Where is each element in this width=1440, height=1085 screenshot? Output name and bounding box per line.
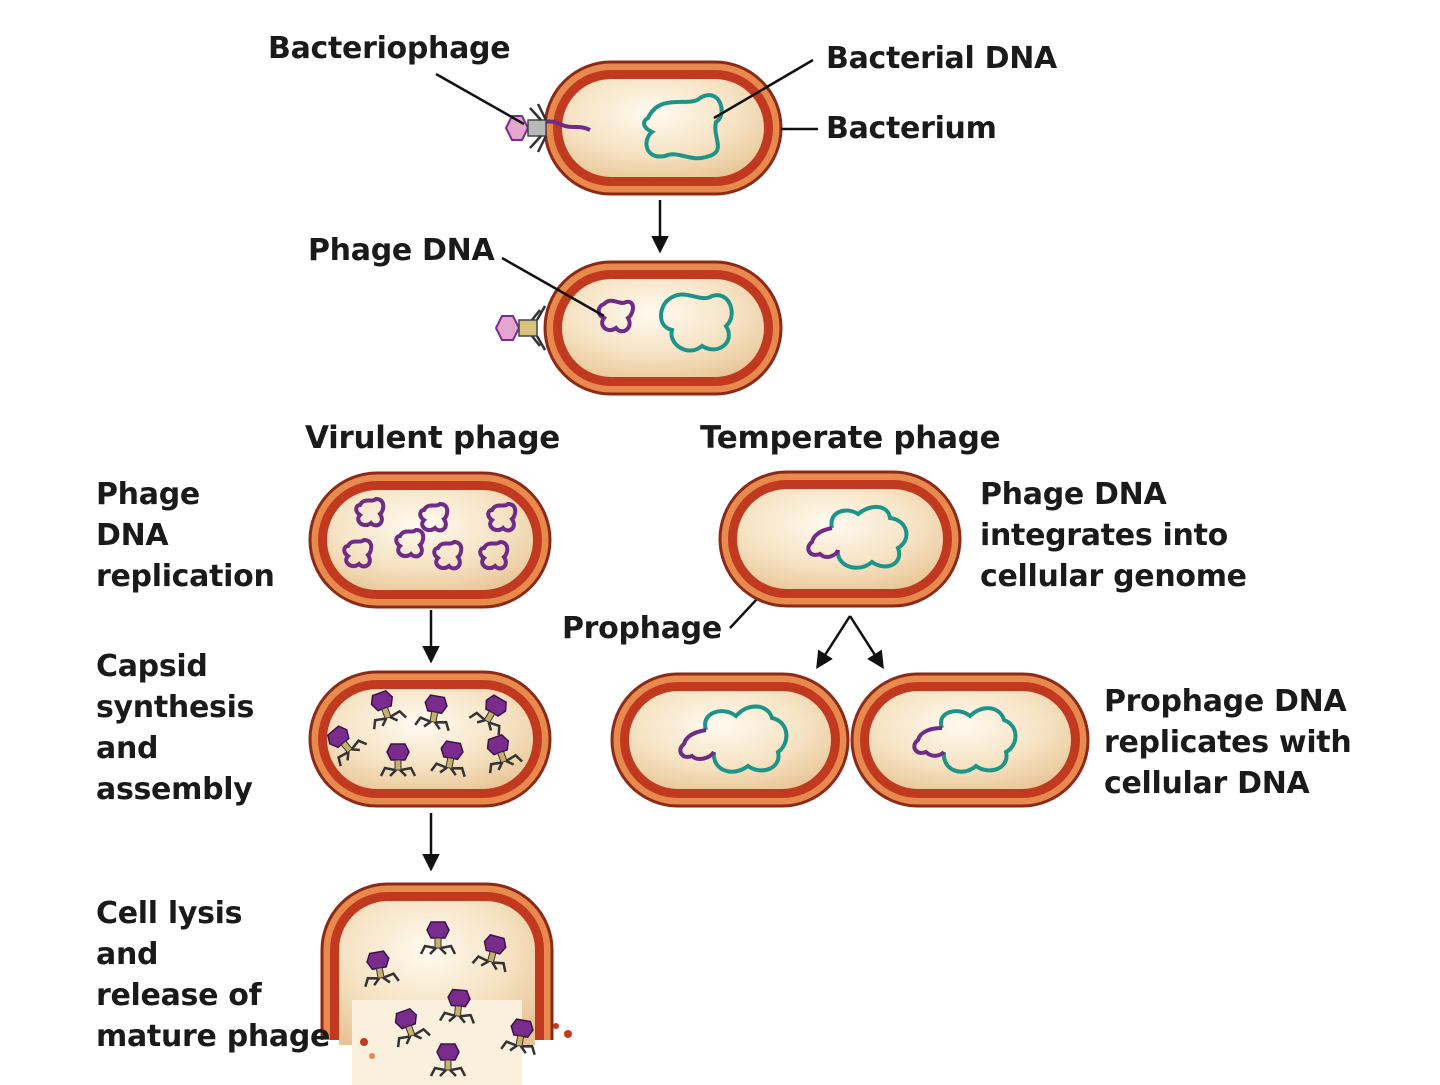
phage-particle-icon [468, 694, 507, 735]
pointer-line [501, 256, 605, 318]
phage-dna-copies [342, 496, 518, 571]
label-line: integrates into [980, 518, 1228, 553]
label-line: and [96, 937, 159, 972]
label-line: cellular genome [980, 559, 1247, 594]
phage-particle-icon [471, 934, 507, 973]
prophage-dna [678, 728, 716, 761]
released-phages [364, 921, 536, 1077]
assembled-phages [326, 689, 523, 778]
step-dna-replication-label: Phage DNA replication [96, 474, 275, 597]
label-line: DNA [96, 518, 169, 553]
label-line: assembly [96, 772, 253, 807]
label-line: Capsid [96, 649, 208, 684]
step-prophage-replication-label: Prophage DNA replicates with cellular DN… [1104, 681, 1352, 804]
phage-particle-icon [370, 689, 407, 730]
label-line: release of [96, 978, 262, 1013]
pointer-line [713, 58, 814, 120]
bacterial-dna-loop [659, 292, 734, 353]
label-line: Cell lysis [96, 896, 243, 931]
prophage-label: Prophage [562, 611, 722, 646]
bacteriophage-icon [504, 103, 548, 153]
phage-dna-copy [354, 496, 386, 528]
virulent-phage-heading: Virulent phage [305, 420, 560, 456]
bacterial-dna-label: Bacterial DNA [826, 41, 1057, 76]
phage-particle-icon [486, 733, 523, 774]
phage-particle-icon [500, 1018, 536, 1056]
label-line: Prophage DNA [1104, 684, 1347, 719]
phage-dna-copy [418, 501, 450, 533]
integrated-bacterial-dna [939, 706, 1018, 774]
bacterium-label: Bacterium [826, 111, 997, 146]
bacterial-dna-loop [642, 93, 724, 161]
phage-particle-icon [430, 740, 466, 778]
phage-particle-icon [438, 988, 476, 1024]
bacterium-cell-phage-dna [543, 260, 783, 396]
prophage-dna [806, 526, 840, 559]
arrow-split-left [816, 615, 852, 669]
bacterium-cell-replication [308, 471, 552, 609]
phage-dna-circle [596, 298, 635, 334]
phage-particle-icon [414, 694, 450, 732]
daughter-cell-right [850, 672, 1090, 808]
phage-dna-copy [394, 527, 426, 559]
step-integration-label: Phage DNA integrates into cellular genom… [980, 474, 1247, 597]
phage-particle-icon [419, 921, 457, 955]
daughter-cell-left [610, 672, 850, 808]
phage-dna-copy [432, 539, 464, 571]
label-line: replicates with [1104, 725, 1352, 760]
phage-particle-icon [326, 725, 368, 767]
phage-dna-copy [478, 539, 510, 571]
phage-dna-copy [486, 501, 518, 533]
step-cell-lysis-label: Cell lysis and release of mature phage [96, 893, 330, 1057]
step-capsid-assembly-label: Capsid synthesis and assembly [96, 646, 254, 810]
prophage-dna [912, 726, 946, 758]
integrated-bacterial-dna [829, 505, 909, 570]
label-line: replication [96, 559, 275, 594]
arrow-split-right [848, 615, 884, 669]
label-line: cellular DNA [1104, 766, 1310, 801]
phage-particle-icon [379, 743, 417, 777]
bacteriophage-label: Bacteriophage [268, 31, 511, 66]
bacterium-cell-integration [718, 470, 962, 608]
label-line: mature phage [96, 1019, 331, 1054]
bacteriophage-icon [494, 305, 547, 351]
label-line: Phage DNA [980, 477, 1167, 512]
label-line: Phage [96, 477, 200, 512]
phage-particle-icon [394, 1007, 431, 1048]
phage-particle-icon [364, 950, 400, 988]
phage-dna-copy [342, 537, 374, 569]
pointer-line [435, 72, 525, 126]
integrated-bacterial-dna [703, 704, 789, 774]
temperate-phage-heading: Temperate phage [700, 420, 1001, 456]
phage-particle-icon [429, 1043, 467, 1077]
phage-dna-label: Phage DNA [308, 233, 495, 268]
label-line: synthesis [96, 690, 255, 725]
label-line: and [96, 731, 159, 766]
bacterium-cell-lysis [320, 882, 572, 1085]
